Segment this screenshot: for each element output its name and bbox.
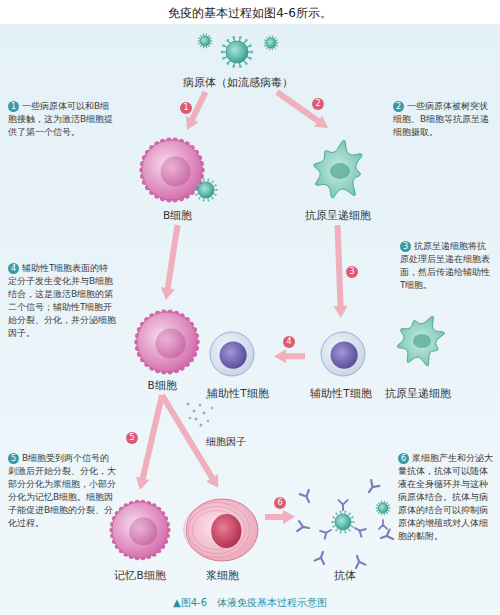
cell-picture	[122, 300, 202, 379]
callout: 3抗原呈递细胞将抗原处理后呈递在细胞表面，然后传递给辅助性T细胞。	[400, 240, 493, 292]
cell-label: 抗原呈递细胞	[385, 387, 451, 400]
process-arrow	[277, 92, 328, 128]
callout-number: 5	[8, 453, 19, 464]
step-number: 5	[126, 432, 138, 444]
cell-node: 辅助性T细胞	[202, 318, 274, 403]
process-arrow	[161, 225, 178, 300]
callout-number: 6	[398, 453, 409, 464]
callout-number: 1	[8, 101, 19, 112]
cell-label: 记忆B细胞	[114, 569, 165, 582]
cell-label: 浆细胞	[206, 569, 239, 582]
cytokine-label: 细胞因子	[206, 435, 246, 449]
callout: 1一些病原体可以和B细胞接触，这为激活B细胞提供了第一个信号。	[8, 100, 116, 139]
step-number: 4	[283, 336, 295, 348]
cell-node: 抗原呈递细胞	[290, 128, 385, 225]
cell-label: 辅助性T细胞	[310, 387, 371, 400]
callout-text: 辅助性T细胞表面的特定分子发生变化并与B细胞结合，这是激活B细胞的第二个信号；辅…	[8, 263, 116, 338]
cell-picture	[378, 300, 458, 387]
cell-node: 病原体（如流感病毒）	[173, 28, 303, 92]
cell-picture	[130, 130, 225, 209]
cell-node: 抗原呈递细胞	[378, 300, 458, 403]
figure-title: 免疫的基本过程如图4-6所示。	[0, 5, 500, 22]
step-number: 1	[180, 102, 192, 114]
process-arrow	[136, 395, 162, 490]
step-number: 2	[312, 98, 324, 110]
cell-label: 病原体（如流感病毒）	[183, 76, 293, 89]
cell-node: B细胞	[130, 130, 225, 225]
cell-node: 抗体	[295, 480, 395, 585]
cell-label: B细胞	[163, 209, 192, 222]
callout: 4辅助性T细胞表面的特定分子发生变化并与B细胞结合，这是激活B细胞的第二个信号；…	[8, 262, 116, 340]
callout-text: 浆细胞产生和分泌大量抗体，抗体可以随体液在全身循环并与这种病原体结合。抗体与病原…	[398, 453, 493, 541]
callout: 5B细胞受到两个信号的刺激后开始分裂、分化，大部分分化为浆细胞，小部分分化为记忆…	[8, 452, 116, 530]
cell-node: B细胞	[122, 300, 202, 395]
cell-label: 抗体	[334, 569, 356, 582]
callout-text: 一些病原体被树突状细胞、B细胞等抗原呈递细胞摄取。	[393, 101, 489, 137]
callout-text: 一些病原体可以和B细胞接触，这为激活B细胞提供了第一个信号。	[8, 101, 113, 137]
callout: 2一些病原体被树突状细胞、B细胞等抗原呈递细胞摄取。	[393, 100, 493, 139]
step-number: 6	[274, 497, 286, 509]
cell-picture	[173, 28, 303, 76]
cell-picture	[180, 488, 265, 569]
callout-text: 抗原呈递细胞将抗原处理后呈递在细胞表面，然后传递给辅助性T细胞。	[400, 241, 490, 290]
cell-node: 辅助性T细胞	[305, 318, 377, 403]
cell-label: B细胞	[147, 379, 176, 392]
process-arrow	[265, 510, 295, 524]
figure-caption: ▲图4-6 体液免疫基本过程示意图	[0, 596, 500, 610]
cell-picture	[202, 318, 274, 387]
callout-number: 4	[8, 263, 19, 274]
cell-node: 浆细胞	[180, 488, 265, 585]
cell-picture	[290, 128, 385, 209]
cell-picture	[295, 480, 395, 569]
cell-node: 记忆B细胞	[100, 490, 180, 585]
cell-label: 辅助性T细胞	[207, 387, 268, 400]
process-arrow	[274, 349, 305, 363]
cell-picture	[305, 318, 377, 387]
callout-number: 3	[400, 241, 411, 252]
callout: 6浆细胞产生和分泌大量抗体，抗体可以随体液在全身循环并与这种病原体结合。抗体与病…	[398, 452, 493, 543]
callout-text: B细胞受到两个信号的刺激后开始分裂、分化，大部分分化为浆细胞，小部分分化为记忆B…	[8, 453, 116, 528]
callout-number: 2	[393, 101, 404, 112]
step-number: 3	[346, 266, 358, 278]
cell-label: 抗原呈递细胞	[305, 209, 371, 222]
